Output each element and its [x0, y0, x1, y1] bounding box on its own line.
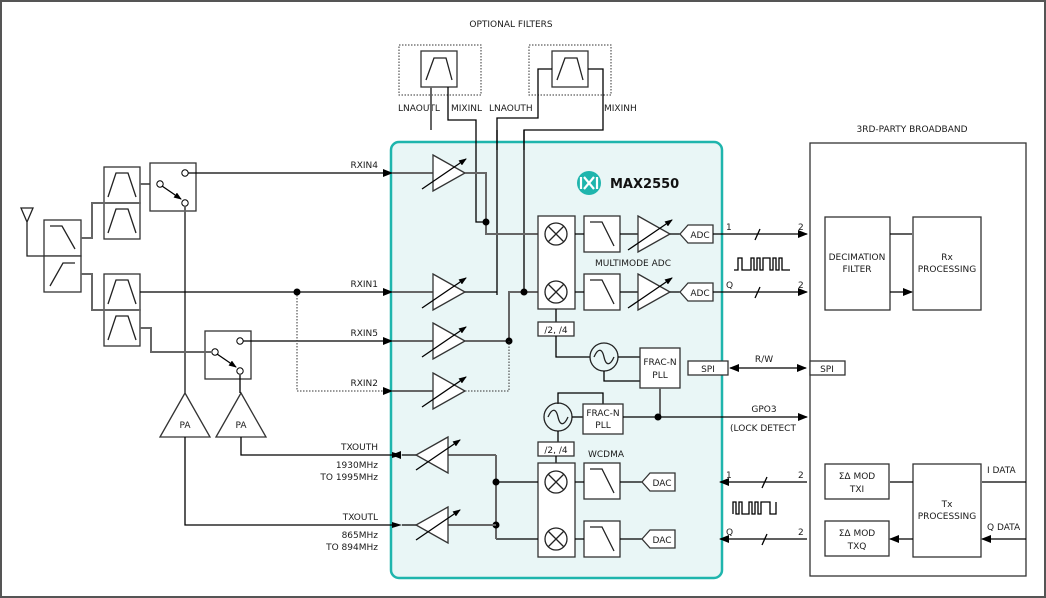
svg-text:PA: PA [235, 421, 247, 431]
txoutl-label: TXOUTL [342, 513, 378, 523]
pin-lnaoutl: LNAOUTL [398, 104, 440, 114]
rx-mixer-block [537, 215, 576, 310]
bus-width-label: 2 [798, 471, 804, 481]
divider-block: /2, /4 [537, 441, 575, 457]
svg-text:PROCESSING: PROCESSING [918, 512, 977, 522]
lna-icon [392, 371, 467, 411]
pin-lnaouth: LNAOUTH [489, 104, 533, 114]
mixer-icon [544, 470, 568, 551]
svg-text:ΣΔ MOD: ΣΔ MOD [839, 472, 876, 482]
divider-block: /2, /4 [537, 321, 575, 337]
lna-icon [392, 321, 467, 361]
lowpass-filter-icon [583, 215, 621, 311]
lowpass-filter [43, 219, 82, 257]
spi-block-broadband: SPI [809, 360, 846, 376]
vga-icon [627, 214, 673, 312]
svg-text:DAC: DAC [652, 479, 671, 489]
svg-text:PA: PA [179, 421, 191, 431]
broadband-block [809, 142, 1027, 577]
gpo3-label: GPO3 [751, 405, 776, 415]
svg-text:ADC: ADC [690, 289, 709, 299]
rw-label: R/W [755, 355, 773, 365]
q-data-label: Q DATA [987, 523, 1021, 533]
pll-block: FRAC-N PLL [639, 347, 681, 389]
svg-text:DAC: DAC [652, 536, 671, 546]
pin-mixinh: MIXINH [604, 104, 637, 114]
lna-icon [392, 272, 467, 312]
lna-icon [392, 153, 467, 193]
tx-driver-icon [414, 435, 461, 545]
spi-block-chip: SPI [687, 360, 729, 376]
adc-block: ADC [679, 282, 714, 302]
svg-text:DECIMATION: DECIMATION [829, 253, 886, 263]
maxim-logo-icon [577, 171, 601, 195]
sd-mod-txq-block: ΣΔ MOD TXQ [824, 520, 890, 557]
tx-mixer-block [537, 462, 576, 558]
txouth-range: TO 1995MHz [319, 473, 378, 483]
lowpass-filter-icon [583, 462, 621, 558]
svg-text:Rx: Rx [941, 253, 953, 263]
svg-text:FRAC-N: FRAC-N [586, 409, 619, 419]
multimode-adc-label: MULTIMODE ADC [595, 259, 671, 269]
pulse-waveform-tx [732, 501, 777, 515]
svg-text:SPI: SPI [820, 365, 834, 375]
switch-high [149, 162, 197, 212]
antenna-icon [20, 207, 44, 257]
bus-i-label: 1 [726, 223, 732, 233]
decimation-filter-block: DECIMATION FILTER [824, 216, 891, 311]
rxin2-label: RXIN2 [350, 379, 378, 389]
svg-text:/2, /4: /2, /4 [544, 326, 568, 336]
svg-text:TXQ: TXQ [847, 542, 867, 552]
switch-low [204, 330, 252, 380]
svg-text:SPI: SPI [701, 365, 715, 375]
svg-text:ADC: ADC [690, 231, 709, 241]
tx-processing-block: Tx PROCESSING [912, 463, 982, 558]
bus-i-label: 1 [726, 471, 732, 481]
txoutl-range: 865MHz [342, 531, 379, 541]
svg-text:TXI: TXI [849, 485, 864, 495]
pa-low: PA [158, 391, 212, 438]
pa-high: PA [214, 391, 268, 438]
dac-block: DAC [641, 472, 676, 492]
svg-text:Tx: Tx [941, 500, 953, 510]
svg-text:PROCESSING: PROCESSING [918, 265, 977, 275]
lock-detect-label: (LOCK DETECT [730, 424, 796, 434]
bus-q-label: Q [726, 281, 733, 291]
bus-width-label: 2 [798, 223, 804, 233]
chip-name: MAX2550 [610, 177, 679, 192]
svg-text:FRAC-N: FRAC-N [643, 358, 676, 368]
svg-text:FILTER: FILTER [842, 265, 871, 275]
optional-filters-label: OPTIONAL FILTERS [469, 20, 553, 30]
rxin5-label: RXIN5 [350, 329, 378, 339]
svg-text:PLL: PLL [595, 421, 610, 431]
txouth-label: TXOUTH [340, 443, 378, 453]
rxin1-label: RXIN1 [350, 280, 378, 290]
pin-mixinl: MIXINL [451, 104, 482, 114]
broadband-label: 3RD-PARTY BROADBAND [856, 125, 967, 135]
sd-mod-txi-block: ΣΔ MOD TXI [824, 463, 890, 500]
adc-block: ADC [679, 224, 714, 244]
i-data-label: I DATA [987, 466, 1017, 476]
rx-processing-block: Rx PROCESSING [912, 216, 982, 311]
bus-q-label: Q [726, 528, 733, 538]
wcdma-label: WCDMA [588, 450, 625, 460]
bandpass-filter-icon [103, 166, 141, 347]
rxin4-label: RXIN4 [350, 161, 378, 171]
svg-text:PLL: PLL [652, 371, 667, 381]
pulse-waveform-rx [734, 257, 790, 271]
bus-width-label: 2 [798, 281, 804, 291]
mixer-icon [544, 222, 568, 304]
bandpass-filter-icon [551, 50, 589, 88]
svg-text:/2, /4: /2, /4 [544, 446, 568, 456]
bus-width-label: 2 [798, 528, 804, 538]
txouth-range: 1930MHz [336, 461, 378, 471]
bandpass-filter-icon [420, 50, 458, 88]
dac-block: DAC [641, 529, 676, 549]
svg-text:ΣΔ MOD: ΣΔ MOD [839, 529, 876, 539]
highpass-filter [43, 255, 82, 293]
txoutl-range: TO 894MHz [325, 543, 378, 553]
pll-block: FRAC-N PLL [582, 403, 624, 435]
